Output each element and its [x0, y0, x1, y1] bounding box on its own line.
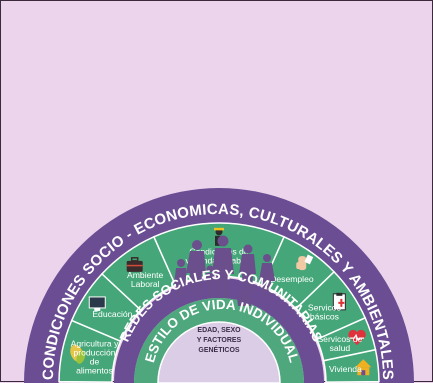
core-circle	[157, 321, 281, 383]
inner-band	[134, 298, 304, 383]
segment-1-label: producción	[73, 348, 115, 358]
segment-6-label: básicos	[310, 311, 339, 321]
computer-icon	[88, 296, 106, 311]
segment-2-label: Educación	[92, 309, 132, 319]
segment-6-label: Servicos	[308, 302, 341, 312]
hand-icon	[296, 254, 314, 271]
segment-1-label: alimentos	[76, 366, 113, 376]
core-label-line2: Y FACTORES	[197, 337, 242, 344]
core-label-line1: EDAD, SEXO	[197, 327, 241, 334]
segment-1-label: de	[90, 357, 100, 367]
heart-pulse-icon	[348, 329, 366, 346]
segment-7-label: Servicos de	[317, 334, 362, 344]
segment-8-label: Vivienda	[329, 364, 362, 374]
outer-band	[24, 188, 414, 383]
core-label-line3: GENÉTICOS	[198, 345, 240, 354]
house-icon	[355, 359, 372, 376]
segment-7-label: salud	[330, 343, 351, 353]
clipboard-icon	[332, 292, 346, 311]
wheat-icon	[70, 344, 86, 364]
segment-3-label: Ambiente	[127, 270, 164, 280]
segment-1-label: Agricultura y	[71, 339, 119, 349]
briefcase-icon	[126, 257, 143, 272]
middle-band	[114, 278, 324, 383]
segment-3-label: Laboral	[131, 279, 160, 289]
segment-5-label: Desempleo	[270, 274, 314, 284]
people-silhouette-icon	[174, 235, 275, 306]
